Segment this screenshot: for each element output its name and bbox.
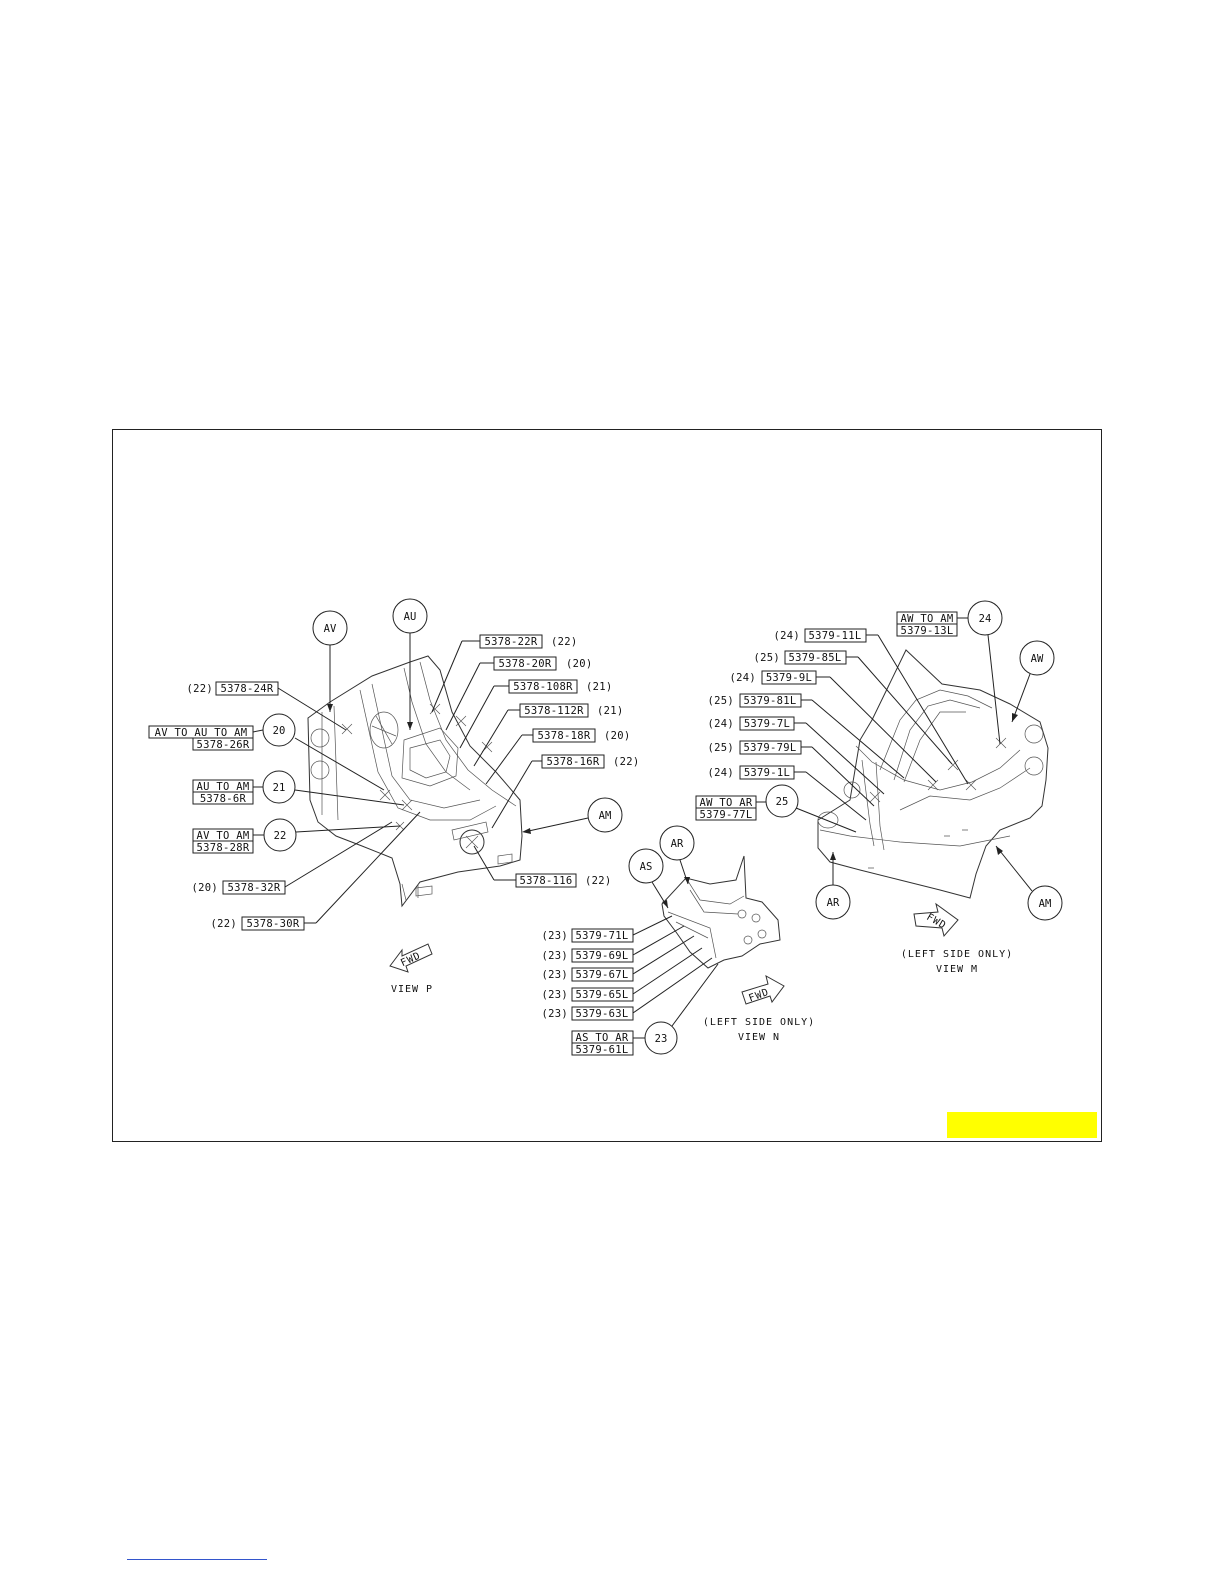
highlight-bar (947, 1112, 1097, 1138)
callout-23 (644, 1021, 678, 1055)
callout-am-p (587, 797, 623, 833)
joint-aw-am: AW TO AM (901, 613, 954, 625)
callout-av-text: AV (324, 623, 337, 635)
footer-link-rule (127, 1559, 267, 1560)
callout-ar-m-text: AR (827, 897, 840, 909)
callout-25 (765, 784, 799, 818)
callout-am-m-text: AM (1039, 898, 1052, 910)
callout-am-m (1027, 885, 1063, 921)
qty-5378-116: (22) (585, 875, 612, 887)
callout-am-p-text: AM (599, 810, 612, 822)
part-5378-112r: 5378-112R (524, 705, 584, 717)
qty-5379-85l: (25) (754, 652, 781, 664)
part-5378-22r: 5378-22R (485, 636, 538, 648)
callout-24 (967, 600, 1003, 636)
part-5378-28r: 5378-28R (197, 842, 250, 854)
diagram-frame (112, 429, 1102, 1142)
callout-24-text: 24 (979, 613, 992, 625)
qty-5379-9l: (24) (730, 672, 757, 684)
qty-5378-22r: (22) (551, 636, 578, 648)
part-5379-65l: 5379-65L (576, 989, 629, 1001)
part-5379-79l: 5379-79L (744, 742, 797, 754)
qty-5379-7l: (24) (708, 718, 735, 730)
joint-aw-ar: AW TO AR (700, 797, 753, 809)
part-5378-116: 5378-116 (520, 875, 573, 887)
part-5378-16r: 5378-16R (547, 756, 600, 768)
view-m-title: VIEW M (936, 964, 978, 975)
callout-au-text: AU (404, 611, 417, 623)
callout-ar-n (659, 825, 695, 861)
view-m-assembly: AW TO AM 5379-13L 24 AW AR AM (24) 5379-… (695, 600, 1063, 975)
qty-5378-20r: (20) (566, 658, 593, 670)
callout-23-text: 23 (655, 1033, 668, 1045)
view-m-note: (LEFT SIDE ONLY) (901, 949, 1013, 960)
qty-5379-11l: (24) (774, 630, 801, 642)
qty-5378-16r: (22) (613, 756, 640, 768)
part-5379-63l: 5379-63L (576, 1008, 629, 1020)
fwd-label-p: FWD (399, 950, 423, 969)
qty-5378-30r: (22) (211, 918, 238, 930)
callout-21-text: 21 (273, 782, 286, 794)
callout-as-text: AS (640, 861, 653, 873)
part-5379-69l: 5379-69L (576, 950, 629, 962)
fwd-label-m: FWD (924, 912, 948, 932)
view-n-note: (LEFT SIDE ONLY) (703, 1017, 815, 1028)
qty-5378-18r: (20) (604, 730, 631, 742)
part-5379-67l: 5379-67L (576, 969, 629, 981)
qty-5379-81l: (25) (708, 695, 735, 707)
joint-au-am: AU TO AM (197, 781, 250, 793)
part-5379-71l: 5379-71L (576, 930, 629, 942)
part-5378-24r: 5378-24R (221, 683, 274, 695)
qty-5379-1l: (24) (708, 767, 735, 779)
part-5379-7l: 5379-7L (744, 718, 790, 730)
view-p-assembly: AV AU AM 20 21 22 AV TO AU TO AM 5378-26… (148, 598, 640, 995)
joint-av-au-am: AV TO AU TO AM (155, 727, 248, 739)
part-5378-18r: 5378-18R (538, 730, 591, 742)
fwd-arrow-n: FWD (741, 975, 785, 1005)
part-5378-26r: 5378-26R (197, 739, 250, 751)
view-n-title: VIEW N (738, 1032, 780, 1043)
part-5379-61l: 5379-61L (576, 1044, 629, 1056)
qty-5379-71l: (23) (542, 930, 569, 942)
callout-25-text: 25 (776, 796, 789, 808)
part-5379-81l: 5379-81L (744, 695, 797, 707)
qty-5379-67l: (23) (542, 969, 569, 981)
qty-5378-32r: (20) (192, 882, 219, 894)
callout-ar-n-text: AR (671, 838, 684, 850)
part-5378-108r: 5378-108R (513, 681, 573, 693)
part-5379-9l: 5379-9L (766, 672, 812, 684)
callout-aw (1019, 640, 1055, 676)
part-5379-13l: 5379-13L (901, 625, 954, 637)
callout-20-text: 20 (273, 725, 286, 737)
qty-5379-79l: (25) (708, 742, 735, 754)
part-5379-85l: 5379-85L (789, 652, 842, 664)
joint-as-ar: AS TO AR (576, 1032, 629, 1044)
part-5379-11l: 5379-11L (809, 630, 862, 642)
view-n-assembly: AS AR (23) 5379-71L (23) 5379-69L (23) 5… (542, 825, 815, 1056)
part-5379-1l: 5379-1L (744, 767, 790, 779)
fwd-arrow-p: FWD (389, 943, 433, 973)
callout-22-text: 22 (274, 830, 287, 842)
qty-5379-63l: (23) (542, 1008, 569, 1020)
view-p-title: VIEW P (391, 984, 433, 995)
qty-5379-65l: (23) (542, 989, 569, 1001)
callout-aw-text: AW (1031, 653, 1044, 665)
qty-5379-69l: (23) (542, 950, 569, 962)
callout-as (628, 848, 664, 884)
part-5378-30r: 5378-30R (247, 918, 300, 930)
part-5379-77l: 5379-77L (700, 809, 753, 821)
qty-5378-112r: (21) (597, 705, 624, 717)
part-5378-6r: 5378-6R (200, 793, 247, 805)
part-5378-20r: 5378-20R (499, 658, 552, 670)
joint-av-am: AV TO AM (197, 830, 250, 842)
part-5378-32r: 5378-32R (228, 882, 281, 894)
qty-5378-108r: (21) (586, 681, 613, 693)
fwd-arrow-m: FWD (913, 902, 959, 938)
qty-5378-24r: (22) (187, 683, 214, 695)
